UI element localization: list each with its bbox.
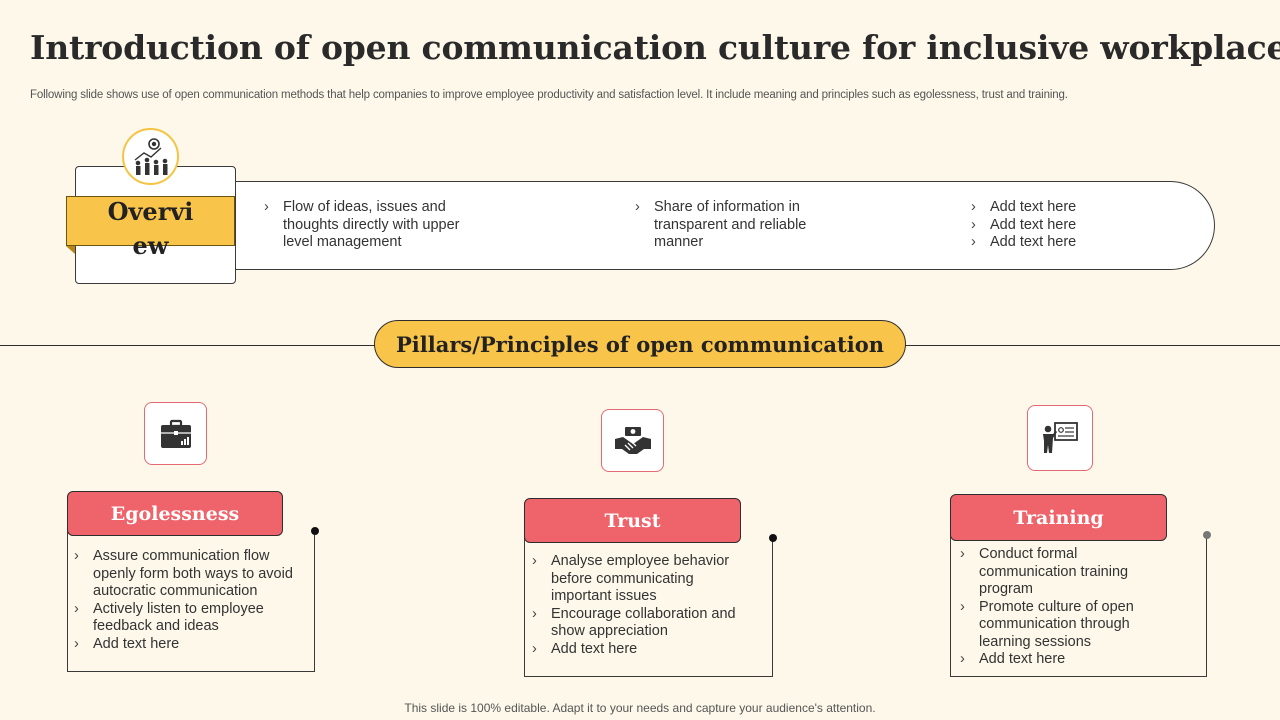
list-item: Promote culture of open communication th… <box>960 599 1155 652</box>
briefcase-icon <box>144 402 207 465</box>
ribbon-fold <box>66 246 75 254</box>
people-growth-chart-icon <box>122 128 179 185</box>
page-subtitle: Following slide shows use of open commun… <box>30 89 1068 101</box>
pillar-title-training: Training <box>950 494 1167 541</box>
section-title: Pillars/Principles of open communication <box>374 320 906 368</box>
list-item: Analyse employee behavior before communi… <box>532 553 747 606</box>
connector-dot <box>311 527 319 535</box>
pillar-title-trust: Trust <box>524 498 741 543</box>
list-item: Share of information in transparent and … <box>635 199 820 252</box>
overview-column-1: Flow of ideas, issues and thoughts direc… <box>264 199 474 252</box>
overview-label: Overview <box>66 196 235 260</box>
list-item: Assure communication flow openly form bo… <box>74 548 304 601</box>
connector-dot <box>769 534 777 542</box>
pillar-bullets-egolessness: Assure communication flow openly form bo… <box>74 548 304 653</box>
pillar-card-egolessness <box>67 531 315 672</box>
footer-note: This slide is 100% editable. Adapt it to… <box>404 701 876 715</box>
overview-column-2: Share of information in transparent and … <box>635 199 820 252</box>
pillar-card-trust <box>524 537 773 677</box>
pillar-card-training <box>950 534 1207 677</box>
list-item: Add text here <box>971 199 1121 217</box>
list-item: Add text here <box>960 651 1155 669</box>
list-item: Conduct formal communication training pr… <box>960 546 1155 599</box>
handshake-icon <box>601 409 664 472</box>
overview-label-text: Overview <box>107 197 194 260</box>
pillar-bullets-training: Conduct formal communication training pr… <box>960 546 1155 669</box>
list-item: Flow of ideas, issues and thoughts direc… <box>264 199 474 252</box>
pillar-title-egolessness: Egolessness <box>67 491 283 536</box>
page-title: Introduction of open communication cultu… <box>30 28 1280 67</box>
list-item: Add text here <box>74 636 304 654</box>
list-item: Add text here <box>971 234 1121 252</box>
pillar-bullets-trust: Analyse employee behavior before communi… <box>532 553 747 658</box>
list-item: Encourage collaboration and show appreci… <box>532 606 747 641</box>
presentation-trainer-icon <box>1027 405 1093 471</box>
list-item: Add text here <box>971 217 1121 235</box>
connector-dot <box>1203 531 1211 539</box>
list-item: Actively listen to employee feedback and… <box>74 601 304 636</box>
overview-column-3: Add text here Add text here Add text her… <box>971 199 1121 252</box>
list-item: Add text here <box>532 641 747 659</box>
